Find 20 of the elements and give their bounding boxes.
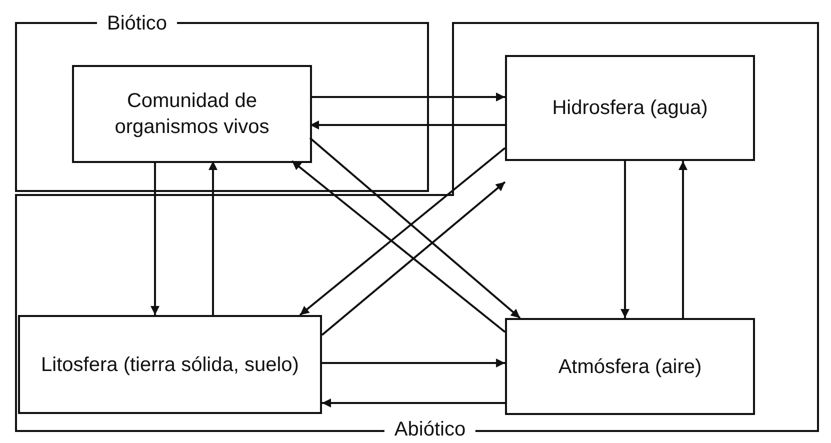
process-box bbox=[505, 55, 755, 161]
arrow bbox=[291, 160, 506, 333]
arrow bbox=[150, 161, 160, 315]
arrow bbox=[321, 181, 506, 336]
arrow bbox=[309, 137, 521, 319]
process-box bbox=[18, 315, 322, 414]
arrow bbox=[678, 161, 688, 318]
arrow bbox=[322, 358, 505, 368]
process-box bbox=[505, 318, 755, 415]
arrow bbox=[620, 161, 630, 318]
process-box bbox=[72, 65, 312, 163]
arrow bbox=[208, 161, 218, 315]
arrow bbox=[310, 120, 505, 130]
arrow bbox=[299, 147, 506, 316]
box-label: Comunidad de organismos vivos bbox=[114, 89, 270, 140]
arrow bbox=[322, 398, 505, 408]
arrow bbox=[310, 92, 505, 102]
box-label: Atmósfera (aire) bbox=[558, 354, 702, 380]
box-label: Litosfera (tierra sólida, suelo) bbox=[41, 352, 299, 378]
box-label: Hidrosfera (agua) bbox=[552, 96, 708, 121]
